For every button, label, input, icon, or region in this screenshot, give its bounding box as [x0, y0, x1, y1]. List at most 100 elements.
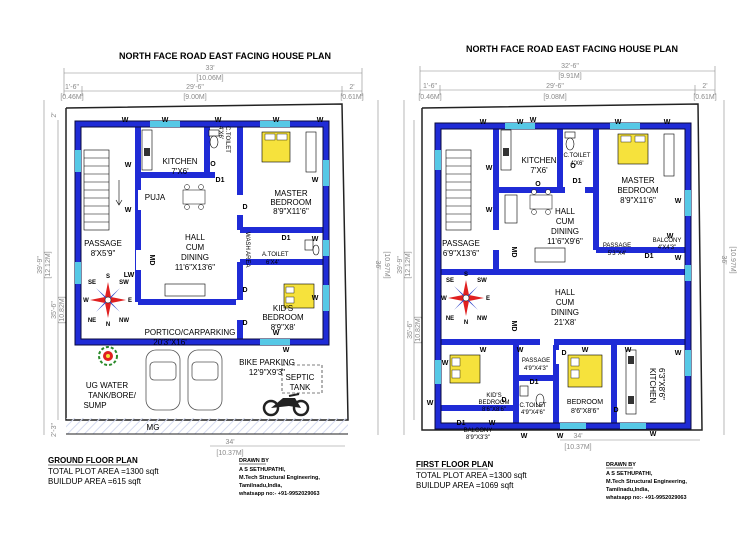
- passage-3-size: 4'9"X4'3": [524, 366, 548, 372]
- kids-label: KID'S: [273, 304, 293, 313]
- svg-text:S: S: [464, 272, 468, 278]
- svg-text:D1: D1: [282, 235, 291, 242]
- toilet-size: 4'X6': [217, 126, 223, 139]
- svg-text:M.Tech Structural Engineering,: M.Tech Structural Engineering,: [239, 475, 320, 481]
- kitchen-counter: [141, 129, 153, 171]
- first-floor-footer: FIRST FLOOR PLAN TOTAL PLOT AREA =1300 s…: [416, 460, 527, 490]
- dim-right-side-m: [10.97M]: [729, 246, 736, 273]
- dim-left-side-m: [12.12M]: [405, 251, 412, 278]
- windows: [75, 121, 329, 345]
- ug-tank-label-3: SUMP: [83, 401, 106, 410]
- puja-label: PUJA: [145, 193, 166, 202]
- svg-text:W: W: [625, 347, 632, 354]
- dim-top-mid: 29'-6": [546, 83, 564, 90]
- balcony-2-size: 8'9"X3'3": [466, 435, 490, 441]
- dim-left-inner-m: [10.82M]: [59, 296, 66, 323]
- portico-label: PORTICO/CARPARKING: [145, 328, 236, 337]
- bedroom-label: BEDROOM: [567, 399, 603, 406]
- dim-top-left-m: [0.46M]: [60, 94, 83, 101]
- wash-area-label: WASH AREA: [244, 232, 250, 267]
- bike-parking-label: BIKE PARKING: [239, 358, 295, 367]
- svg-text:W: W: [650, 431, 657, 438]
- ug-tank-label: UG WATER: [86, 381, 128, 390]
- small-labels: C.TOILET 4'X6' PASSAGE 5'3"X4' BALCONY 4…: [464, 153, 682, 441]
- plot-area: TOTAL PLOT AREA =1300 sqft: [416, 471, 527, 480]
- dim-left-side: 39'-9": [397, 256, 404, 274]
- passage-2-size: 5'3"X4': [608, 251, 626, 257]
- drawn-by-credits: DRAWN BY A S SETHUPATHI, M.Tech Structur…: [238, 458, 320, 497]
- svg-text:D1: D1: [530, 379, 539, 386]
- sofa: [164, 283, 206, 297]
- svg-text:Tamilnadu,India,: Tamilnadu,India,: [239, 483, 282, 489]
- motorcycle-icon: [262, 393, 310, 417]
- svg-text:W: W: [480, 347, 487, 354]
- svg-text:W: W: [521, 433, 528, 440]
- hall-2-label-2: CUM: [556, 298, 575, 307]
- floor-name: GROUND FLOOR PLAN: [48, 456, 138, 465]
- window-marks: W W W W W W W W W W W W: [122, 117, 324, 354]
- passage-label: PASSAGE: [442, 239, 480, 248]
- compass-labels: S N W E SE SW NE NW: [83, 274, 132, 328]
- hall-size: 11'6"X9'6": [547, 237, 583, 246]
- dim-top-left-m: [0.46M]: [418, 94, 441, 101]
- kids-size: 8'9"X8': [271, 323, 296, 332]
- dim-left-side-m: [12.12M]: [45, 251, 52, 278]
- drawn-by-credits: DRAWN BY A S SETHUPATHI, M.Tech Structur…: [605, 462, 687, 501]
- bedroom-size: 8'6"X8'6": [571, 408, 599, 415]
- kids-bed: [283, 283, 315, 309]
- svg-text:W: W: [480, 119, 487, 126]
- svg-text:W: W: [273, 330, 280, 337]
- svg-text:S: S: [106, 274, 110, 280]
- kitchen-label: KITCHEN: [521, 156, 556, 165]
- kids-label: KID'S: [486, 393, 501, 399]
- svg-text:W: W: [427, 400, 434, 407]
- dim-bottom-m: [10.37M]: [216, 450, 243, 457]
- toilet-size: 4'X6': [571, 161, 584, 167]
- svg-text:W: W: [675, 198, 682, 205]
- main-door-mark: MD: [148, 255, 155, 266]
- wardrobe: [305, 131, 317, 173]
- svg-text:SW: SW: [119, 280, 129, 286]
- louver-mark: LW: [124, 272, 135, 279]
- dim-left-top: 2': [51, 112, 58, 117]
- svg-text:SW: SW: [477, 278, 487, 284]
- master-size: 8'9"X11'6": [273, 207, 309, 216]
- svg-text:W: W: [517, 347, 524, 354]
- svg-text:M.Tech Structural Engineering,: M.Tech Structural Engineering,: [606, 479, 687, 485]
- svg-text:D1: D1: [573, 178, 582, 185]
- svg-text:W: W: [312, 177, 319, 184]
- main-door-mark: MD: [510, 247, 517, 258]
- ground-floor-plan: NORTH FACE ROAD EAST FACING HOUSE PLAN 3…: [37, 51, 390, 497]
- ctoilet-2-label: C.TOILET: [520, 403, 547, 409]
- master-size: 8'9"X11'6": [620, 196, 656, 205]
- passage-size: 6'9"X13'6": [443, 249, 479, 258]
- kids-size: 8'6"X8'6": [482, 407, 506, 413]
- svg-text:W: W: [317, 117, 324, 124]
- balcony-size: 4'X4'3": [658, 245, 676, 251]
- atoilet-size: 6'X4': [266, 260, 279, 266]
- svg-text:NE: NE: [446, 316, 454, 322]
- svg-text:W: W: [486, 165, 493, 172]
- car-outline: [145, 349, 223, 411]
- dim-top-left: 1'-6": [65, 84, 79, 91]
- kitchen-2-size: 6'3"X8'6": [657, 368, 666, 400]
- svg-text:W: W: [615, 119, 622, 126]
- svg-text:W: W: [675, 255, 682, 262]
- hall-label: HALL: [185, 233, 206, 242]
- svg-text:D: D: [242, 287, 247, 294]
- svg-text:D: D: [561, 350, 566, 357]
- dim-top-total: 33': [205, 65, 214, 72]
- dim-left-inner-m: [10.82M]: [415, 316, 422, 343]
- toilet-fixture: [208, 129, 220, 149]
- passage-3-label: PASSAGE: [522, 358, 550, 364]
- bedroom-labels: BEDROOM 8'6"X8'6": [567, 399, 603, 415]
- balcony-2-label: BALCONY: [464, 428, 493, 434]
- passage-label: PASSAGE: [84, 239, 122, 248]
- svg-text:W: W: [162, 117, 169, 124]
- dim-top-right-m: [0.61M]: [340, 94, 363, 101]
- svg-text:A S SETHUPATHI,: A S SETHUPATHI,: [239, 467, 286, 473]
- toilet-label: C.TOILET: [564, 153, 591, 159]
- kitchen-2-label: KITCHEN: [648, 368, 657, 403]
- door-openings: [493, 187, 606, 364]
